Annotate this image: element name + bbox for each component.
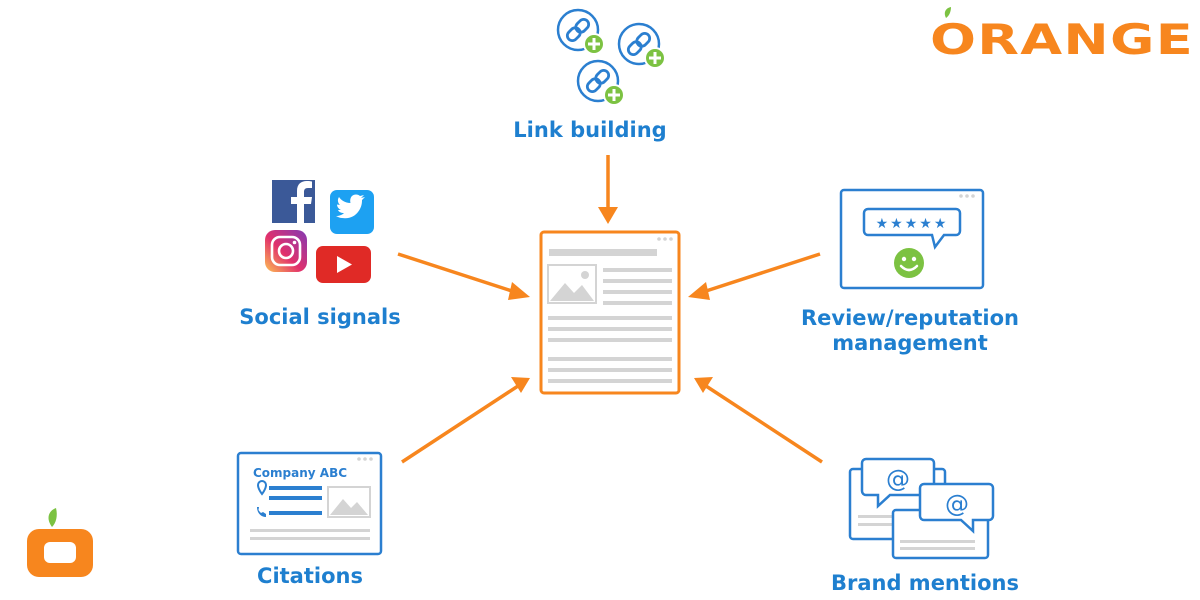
twitter-icon xyxy=(330,190,374,234)
label-review-line1: Review/reputation xyxy=(800,306,1020,330)
phone-icon xyxy=(257,507,266,517)
orange-wordmark: ORANGE xyxy=(930,15,1194,62)
svg-text:★★★★★: ★★★★★ xyxy=(876,216,949,232)
facebook-icon xyxy=(272,180,315,223)
label-review-reputation: Review/reputation management xyxy=(770,306,1050,356)
label-brand-mentions: Brand mentions xyxy=(830,571,1019,595)
svg-text:@: @ xyxy=(945,490,969,518)
arrow-social-to-page xyxy=(397,252,530,300)
orange-logo-icon xyxy=(27,508,93,577)
location-pin-icon xyxy=(256,480,268,496)
label-social-signals: Social signals xyxy=(239,305,401,329)
label-review-line2: management xyxy=(832,331,988,355)
central-web-page xyxy=(539,230,681,395)
at-sign-icon: @ @ xyxy=(848,457,995,560)
youtube-icon xyxy=(316,246,371,283)
label-citations: Citations xyxy=(257,564,363,588)
orange-logo: ORANGE xyxy=(930,7,1194,62)
business-listing-icon: Company ABC xyxy=(236,451,383,556)
link-plus-icon xyxy=(556,8,667,107)
review-window-icon: ★★★★★ xyxy=(839,188,985,290)
label-link-building: Link building xyxy=(513,118,667,142)
company-name: Company ABC xyxy=(253,466,347,480)
arrow-link-to-page xyxy=(598,155,618,224)
arrow-review-to-page xyxy=(688,252,821,300)
svg-text:@: @ xyxy=(886,465,910,493)
arrow-brand-to-page xyxy=(694,377,823,464)
arrow-citations-to-page xyxy=(401,377,530,464)
instagram-icon xyxy=(265,230,307,272)
